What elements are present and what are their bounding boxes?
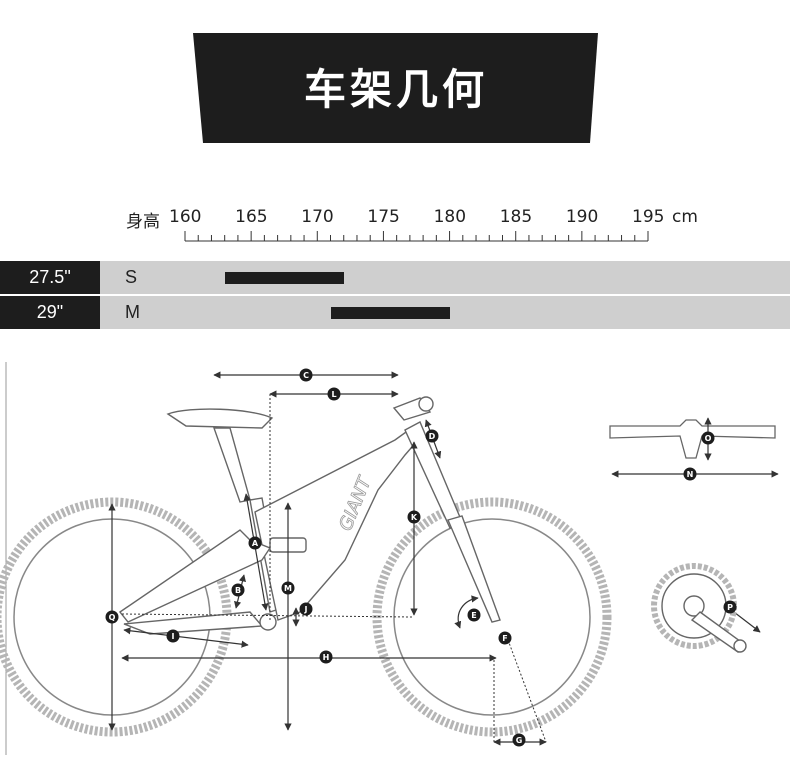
title-banner: [193, 33, 598, 143]
geometry-marker-q: Q: [105, 610, 119, 624]
geometry-marker-i: I: [166, 629, 180, 643]
svg-text:B: B: [235, 586, 241, 595]
height-tick-label: 160: [169, 207, 202, 227]
height-tick-label: 165: [235, 207, 268, 227]
svg-text:J: J: [304, 605, 308, 614]
svg-text:G: G: [516, 736, 523, 745]
page-title: 车架几何: [303, 65, 488, 114]
svg-text:M: M: [284, 584, 292, 593]
svg-text:D: D: [429, 432, 436, 441]
geometry-marker-c: C: [299, 368, 313, 382]
height-tick-label: 185: [499, 207, 533, 227]
geometry-marker-e: E: [467, 608, 481, 622]
geometry-marker-m: M: [281, 581, 295, 595]
svg-text:I: I: [172, 632, 175, 641]
geometry-marker-o: O: [701, 431, 715, 445]
geometry-marker-p: P: [723, 600, 737, 614]
svg-text:C: C: [303, 371, 309, 380]
height-ruler: [184, 231, 649, 242]
geometry-marker-a: A: [248, 536, 262, 550]
wheel-size-label: 27.5": [0, 261, 100, 294]
svg-text:K: K: [411, 513, 418, 522]
frame-size-label: M: [125, 302, 140, 322]
size-row-s: 27.5" S: [0, 261, 790, 294]
height-unit: cm: [672, 207, 698, 227]
geometry-marker-b: B: [231, 583, 245, 597]
svg-text:N: N: [687, 470, 694, 479]
frame-size-label: S: [125, 267, 138, 287]
stem-handlebar: [392, 396, 434, 421]
svg-text:P: P: [727, 603, 733, 612]
svg-text:Q: Q: [109, 613, 116, 622]
svg-text:H: H: [323, 653, 330, 662]
svg-text:A: A: [252, 539, 259, 548]
height-tick-label: 195: [632, 207, 665, 227]
bike-geometry-diagram: GIANT: [0, 362, 779, 755]
geometry-marker-d: D: [425, 429, 439, 443]
svg-text:L: L: [331, 390, 336, 399]
height-range-bar: [224, 272, 344, 284]
handlebar-top-view: [609, 419, 776, 459]
height-tick-label: 180: [433, 207, 467, 227]
wheel-size-label: 29": [0, 296, 100, 329]
geometry-markers: A B C D E F G H I J K L M N O P Q: [105, 368, 737, 747]
geometry-marker-g: G: [512, 733, 526, 747]
geometry-marker-k: K: [407, 510, 421, 524]
geometry-marker-f: F: [498, 631, 512, 645]
svg-text:E: E: [471, 611, 476, 620]
height-tick-label: 170: [301, 207, 334, 227]
height-tick-label: 175: [367, 207, 400, 227]
height-tick-label: 190: [565, 207, 599, 227]
geometry-marker-n: N: [683, 467, 697, 481]
geometry-marker-j: J: [299, 602, 313, 616]
height-range-bar: [330, 307, 450, 319]
geometry-marker-h: H: [319, 650, 333, 664]
size-row-m: 29" M: [0, 296, 790, 329]
svg-text:O: O: [705, 434, 712, 443]
height-label: 身高: [126, 212, 160, 232]
geometry-marker-l: L: [327, 387, 341, 401]
svg-text:F: F: [502, 634, 507, 643]
